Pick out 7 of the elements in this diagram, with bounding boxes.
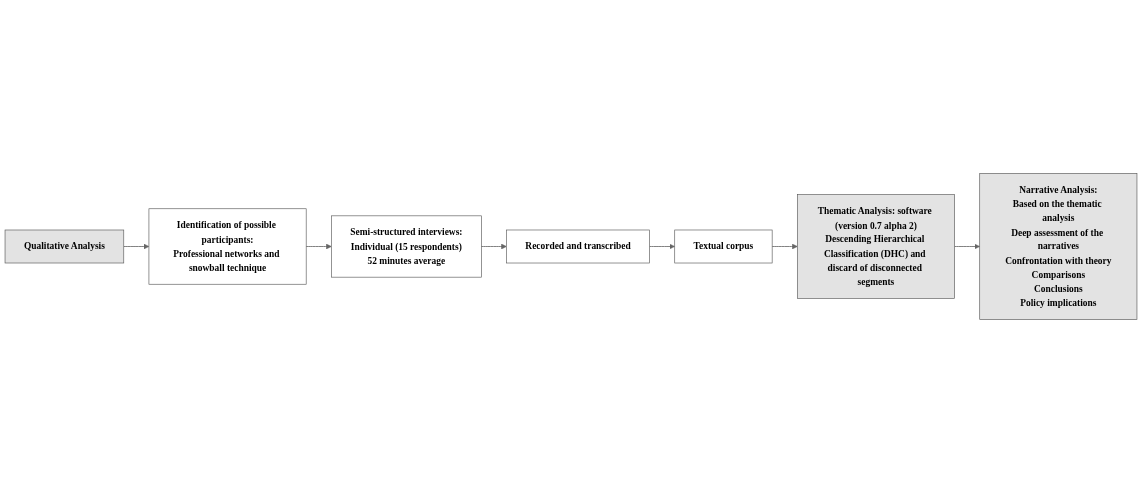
node-box: Qualitative Analysis	[4, 229, 125, 264]
node-box: Thematic Analysis: software (version 0.7 alpha 2) Descending Hierarchical Classification (DHC) and discard of disconnected segments	[797, 194, 955, 299]
node-box: Narrative Analysis: Based on the thematic analysis Deep assessment of the narratives Confrontation with theory Comparisons Conclusions Policy implications	[979, 173, 1138, 320]
node-box: Identification of possible participants: Professional networks and snowball technique	[148, 208, 307, 285]
node-box: Textual corpus	[674, 229, 773, 264]
node-box: Semi-structured interviews: Individual (15 respondents) 52 minutes average	[331, 215, 482, 278]
node-box: Recorded and transcribed	[506, 229, 650, 264]
